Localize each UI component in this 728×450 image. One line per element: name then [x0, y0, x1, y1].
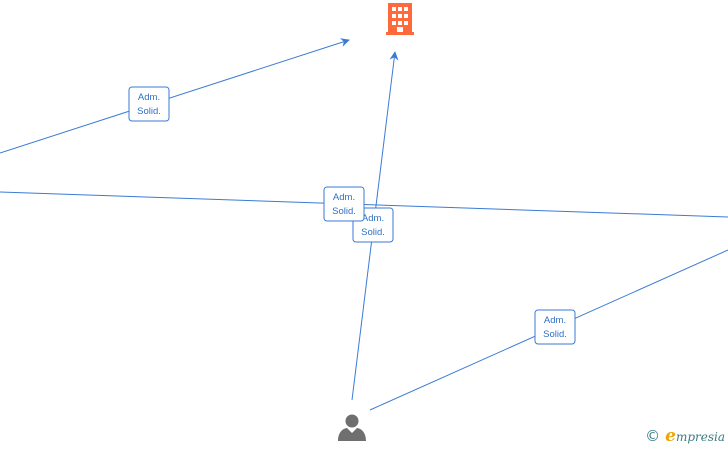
company-node[interactable] — [386, 3, 414, 35]
person-icon — [338, 414, 366, 441]
edge-label-line-1: Adm. — [362, 213, 384, 224]
edge-label-line-1: Adm. — [544, 315, 566, 326]
brand-logo-text: mpresia — [675, 429, 725, 444]
edge-label-line-2: Solid. — [543, 329, 567, 340]
edge-label[interactable]: Adm. Solid. — [128, 86, 170, 122]
person-node[interactable] — [338, 414, 366, 442]
edge-label-line-2: Solid. — [361, 227, 385, 238]
edge-label[interactable]: Adm. Solid. — [534, 309, 576, 345]
brand-watermark: © empresia — [645, 425, 725, 446]
edge-label-line-1: Adm. — [333, 192, 355, 203]
edge-labels: Adm. Solid. Adm. Solid. Adm. Solid. Adm.… — [128, 86, 576, 345]
edge-label-line-2: Solid. — [137, 106, 161, 117]
edge-label[interactable]: Adm. Solid. — [323, 186, 365, 222]
copyright-symbol: © — [645, 427, 661, 445]
edge-line[interactable] — [0, 38, 350, 154]
brand-logo-initial: e — [665, 425, 676, 446]
edge-label-line-1: Adm. — [138, 92, 160, 103]
edge-label-line-2: Solid. — [332, 206, 356, 217]
brand-logo: empresia — [665, 425, 725, 446]
